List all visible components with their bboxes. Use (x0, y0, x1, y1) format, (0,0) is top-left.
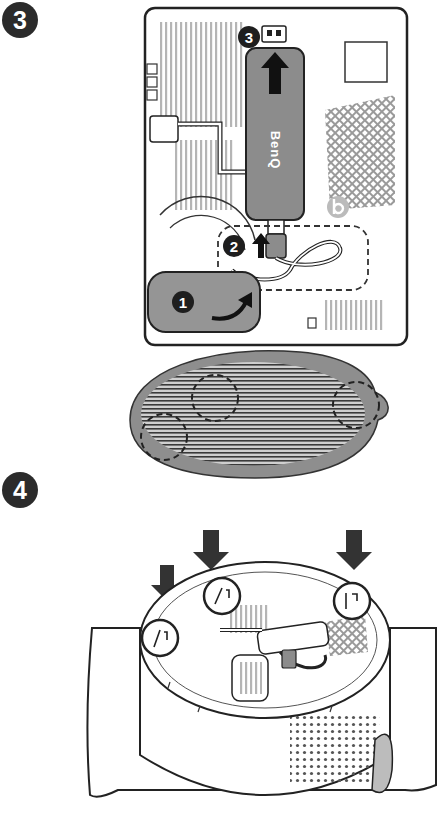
art-rect (246, 48, 304, 220)
art-circle (333, 382, 379, 428)
art-rect (147, 64, 157, 74)
art-rect (308, 318, 316, 328)
art-circle (192, 375, 238, 421)
callout-number: 3 (238, 26, 260, 48)
art-rect (150, 116, 178, 142)
art-path (220, 629, 262, 631)
art-rect (232, 655, 268, 701)
art-path (178, 124, 246, 172)
art-rect (147, 77, 157, 87)
art-path (215, 588, 229, 604)
step3-panel (145, 8, 407, 345)
art-circle (334, 583, 370, 619)
art-path (261, 52, 289, 94)
art-path (160, 196, 255, 240)
callout-number: 2 (223, 235, 245, 257)
art-circle (141, 414, 187, 460)
art-path (325, 615, 368, 656)
art-path (238, 292, 252, 308)
art-circle (204, 578, 240, 614)
art-path (193, 530, 229, 570)
art-path (178, 124, 246, 172)
art-rect (145, 8, 407, 345)
art-path (334, 199, 343, 214)
art-rect (262, 26, 286, 42)
art-ellipse (141, 362, 365, 466)
art-path (336, 530, 372, 570)
art-ellipse (153, 572, 377, 708)
brand-logo: BenQ (269, 131, 282, 170)
art-circle (142, 620, 178, 656)
art-rect (290, 715, 380, 785)
art-path (154, 630, 167, 647)
art-rect (147, 90, 157, 100)
art-path (252, 233, 270, 258)
art-rect (160, 22, 245, 127)
step-number: 4 (2, 472, 38, 508)
art-rect (267, 30, 272, 36)
art-path (346, 593, 357, 609)
art-rect (345, 42, 387, 82)
art-path (325, 95, 395, 210)
art-path (372, 734, 392, 792)
art-rect (282, 650, 296, 668)
art-rect (238, 662, 262, 694)
step4-illustration (87, 351, 436, 797)
step-number: 3 (2, 2, 38, 38)
art-ellipse (141, 362, 365, 466)
art-circle (327, 196, 349, 218)
art-rect (148, 272, 260, 332)
art-path (220, 628, 262, 632)
art-rect (276, 30, 281, 36)
art-rect (266, 234, 286, 258)
art-path (212, 302, 246, 319)
art-ellipse (140, 562, 390, 718)
art-rect (268, 220, 284, 234)
art-rect (325, 300, 385, 330)
art-path (168, 682, 332, 712)
art-path (130, 351, 388, 478)
callout-number: 1 (172, 291, 194, 313)
